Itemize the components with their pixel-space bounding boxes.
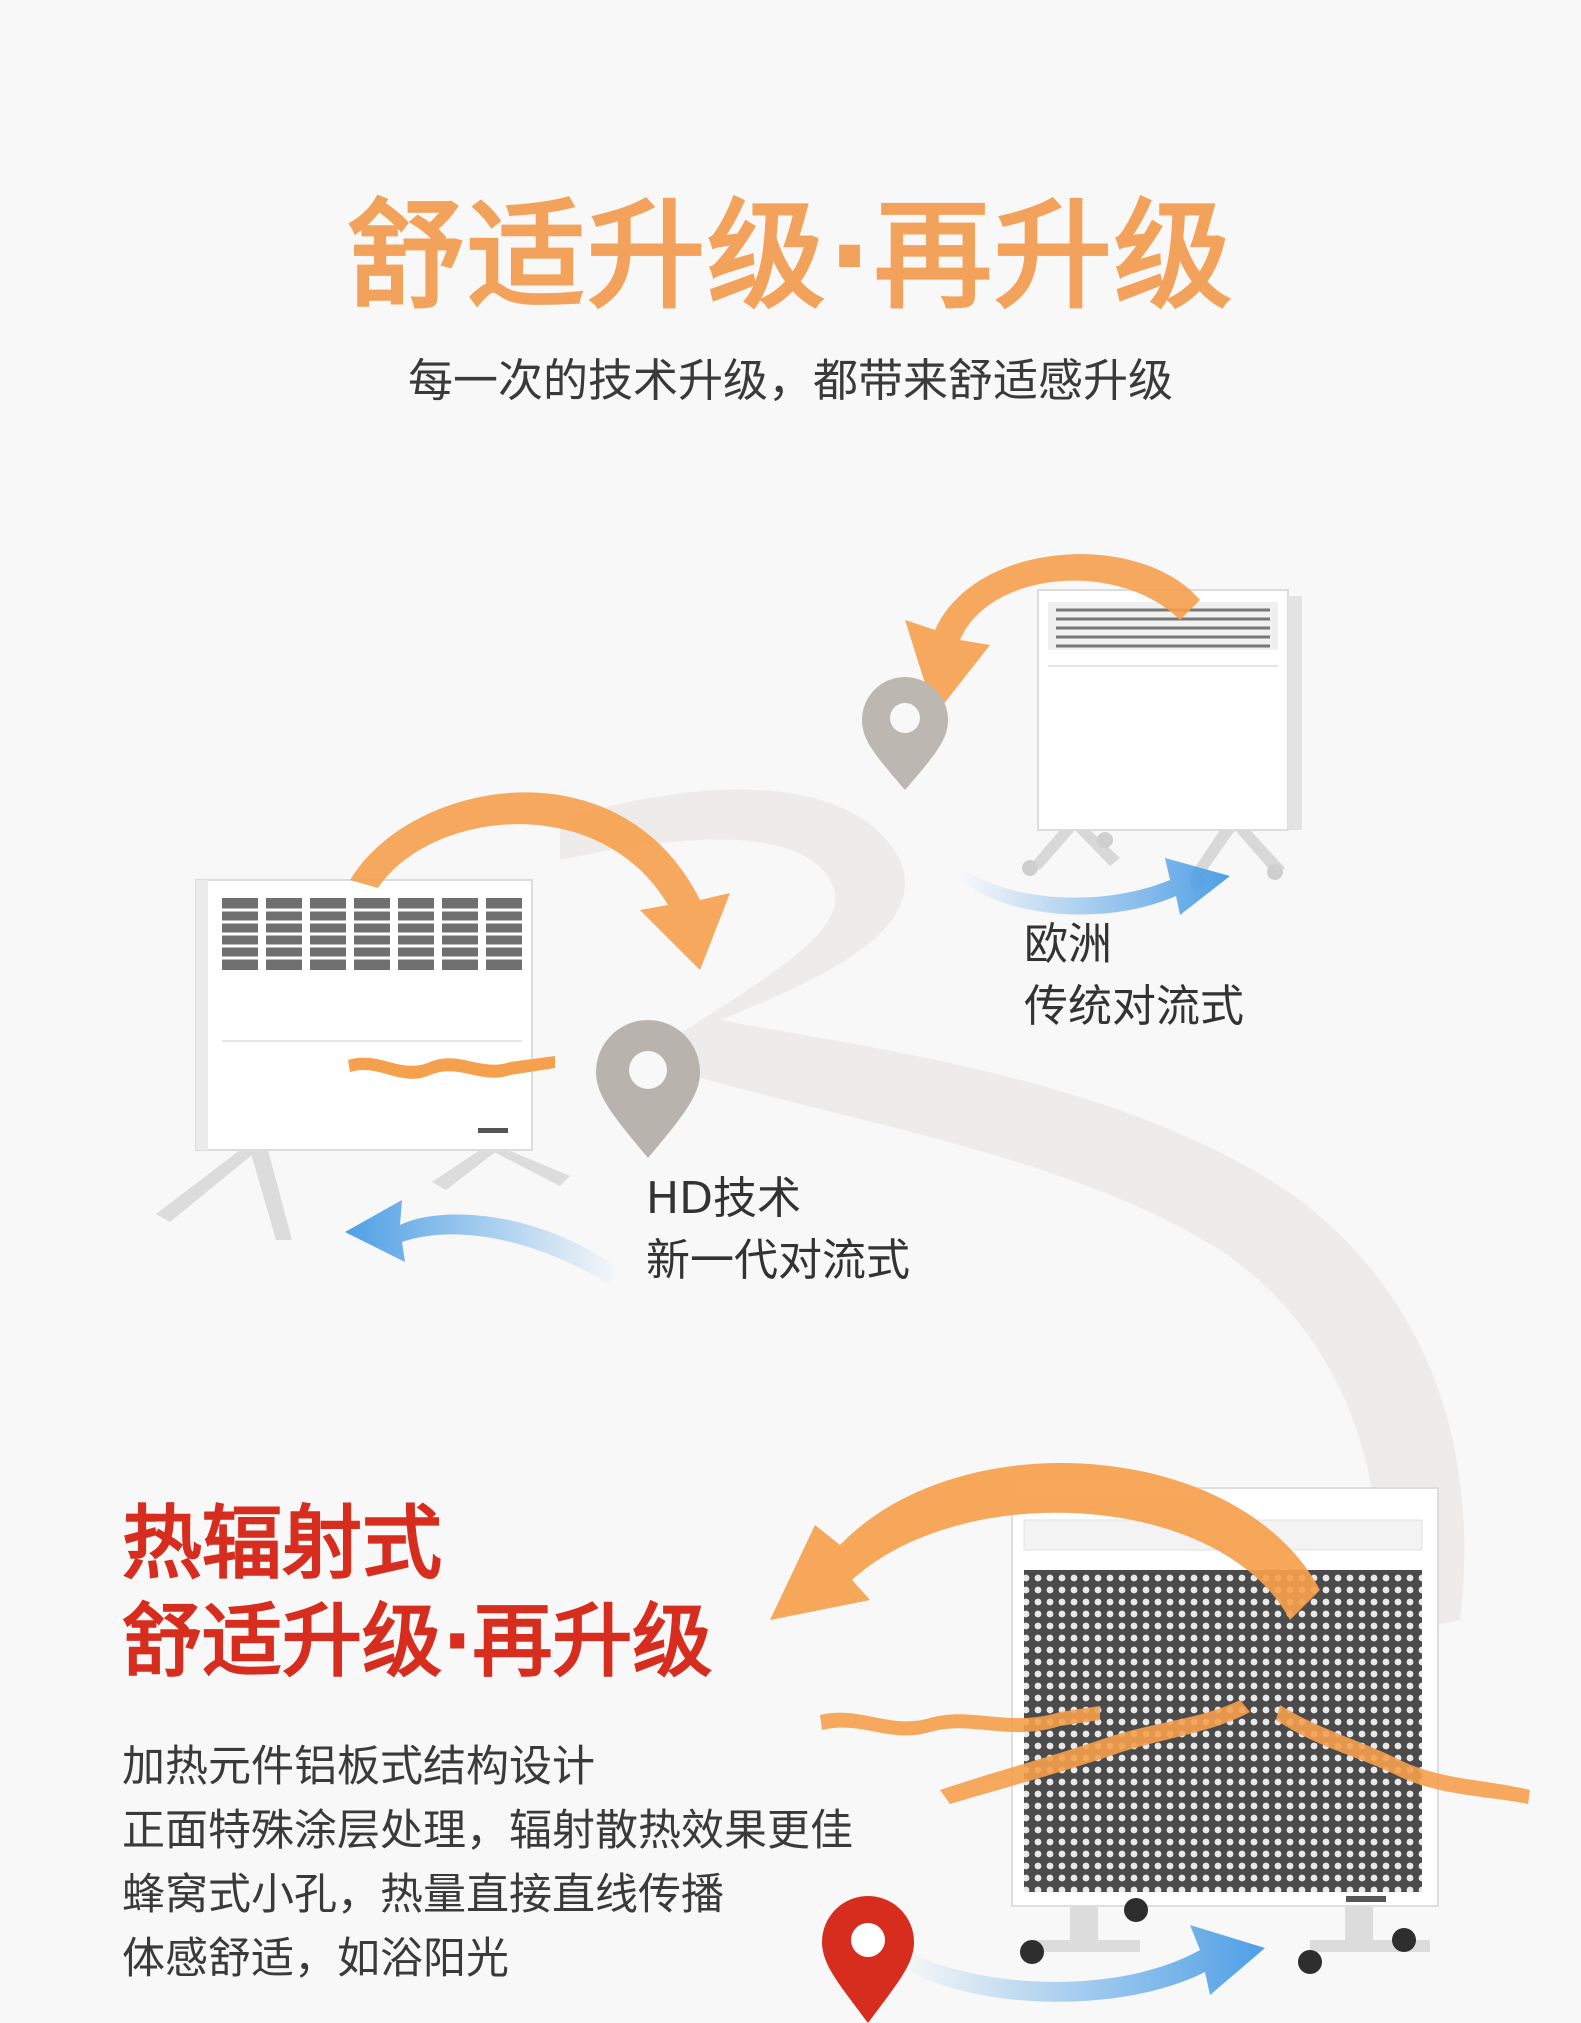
heat-arrow-radiant (770, 1462, 1320, 1620)
cool-arrow-european (960, 858, 1230, 915)
cool-arrow-hd (345, 1200, 620, 1285)
european-heater (1022, 589, 1302, 890)
heat-wave-hd (348, 1056, 555, 1079)
page-subtitle: 每一次的技术升级，都带来舒适感升级 (407, 354, 1173, 407)
radiant-features: 加热元件铝板式结构设计 正面特殊涂层处理，辐射散热效果更佳 蜂窝式小孔，热量直接… (122, 1735, 853, 1991)
heat-arrow-hd (350, 792, 730, 970)
location-pin-icon (822, 1896, 914, 2023)
european-stage-line1: 欧洲 (1024, 919, 1112, 970)
hd-stage-line1: HD技术 (646, 1173, 801, 1224)
path-swoosh (560, 789, 1465, 1640)
location-pin-icon (862, 677, 948, 790)
page-title: 舒适升级·再升级 (347, 187, 1234, 325)
hd-heater (156, 879, 570, 1240)
feature-item: 加热元件铝板式结构设计 (122, 1742, 595, 1792)
feature-item: 正面特殊涂层处理，辐射散热效果更佳 (122, 1806, 853, 1856)
heater-grille (1048, 602, 1278, 650)
feature-item: 体感舒适，如浴阳光 (122, 1934, 509, 1984)
radiant-title-line2: 舒适升级·再升级 (122, 1595, 713, 1688)
radiant-title: 热辐射式 舒适升级·再升级 (122, 1495, 712, 1691)
cool-arrow-radiant (900, 1925, 1265, 2002)
heat-waves-radiant (820, 1700, 1530, 1804)
location-pin-icon (596, 1020, 700, 1158)
hd-stage-label: HD技术 新一代对流式 (646, 1168, 910, 1292)
european-stage-line2: 传统对流式 (1024, 981, 1244, 1032)
hd-stage-line2: 新一代对流式 (646, 1235, 910, 1286)
european-stage-label: 欧洲 传统对流式 (1024, 914, 1244, 1038)
feature-item: 蜂窝式小孔，热量直接直线传播 (122, 1870, 724, 1920)
radiant-heater (1011, 1487, 1439, 1974)
radiant-title-line1: 热辐射式 (122, 1497, 442, 1590)
heat-arrow-european (905, 554, 1200, 715)
